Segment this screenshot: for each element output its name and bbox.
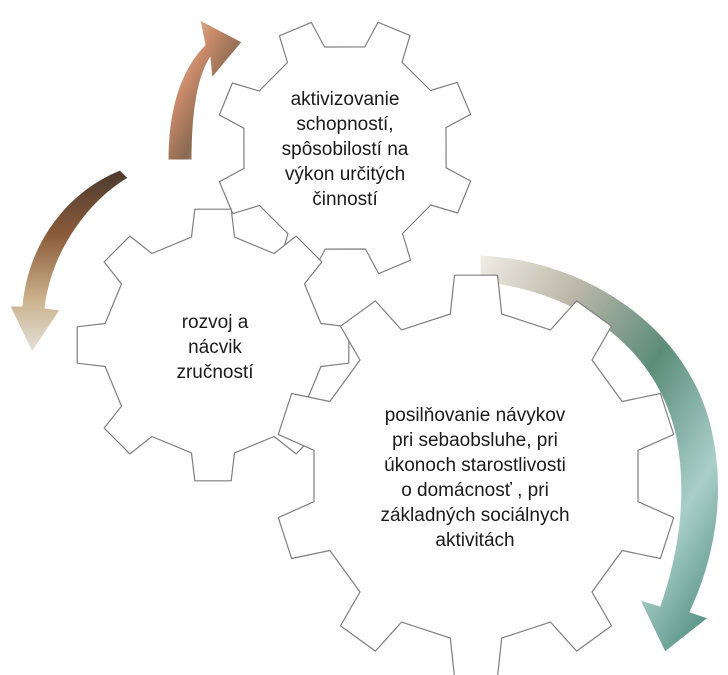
gear-label-line: aktivitách: [435, 530, 515, 551]
gear-label-line: schopností,: [296, 114, 394, 135]
gear-label-line: aktivizovanie: [290, 89, 400, 110]
gear-rozvoj: [76, 208, 350, 482]
gear-label-line: posilňovanie návykov: [384, 405, 566, 426]
gear-label-line: činností: [312, 189, 378, 210]
gear-label-line: nácvik: [188, 337, 242, 358]
gear-posilnovanie: [277, 274, 675, 675]
gear-label-line: zručností: [176, 362, 254, 383]
gear-label-aktivizovanie: aktivizovanie schopností, spôsobilostí n…: [245, 82, 445, 217]
gear-label-line: úkonoch starostlivosti: [384, 455, 566, 476]
curved-arrow-left: [9, 169, 129, 354]
gear-label-line: rozvoj a: [181, 312, 249, 333]
curved-arrow-top: [167, 19, 243, 161]
gear-label-line: spôsobilostí na: [281, 139, 409, 160]
gear-label-line: pri sebaobsluhe, pri: [392, 430, 558, 451]
curved-arrow-right: [479, 254, 719, 653]
gear-label-rozvoj: rozvoj a nácvik zručností: [140, 305, 290, 390]
gear-label-line: základných sociálnych: [380, 505, 570, 526]
gear-aktivizovanie: [218, 21, 472, 275]
gear-label-line: o domácnosť , pri: [401, 480, 549, 501]
gear-label-posilnovanie: posilňovanie návykov pri sebaobsluhe, pr…: [355, 398, 595, 558]
gear-label-line: výkon určitých: [284, 164, 406, 185]
